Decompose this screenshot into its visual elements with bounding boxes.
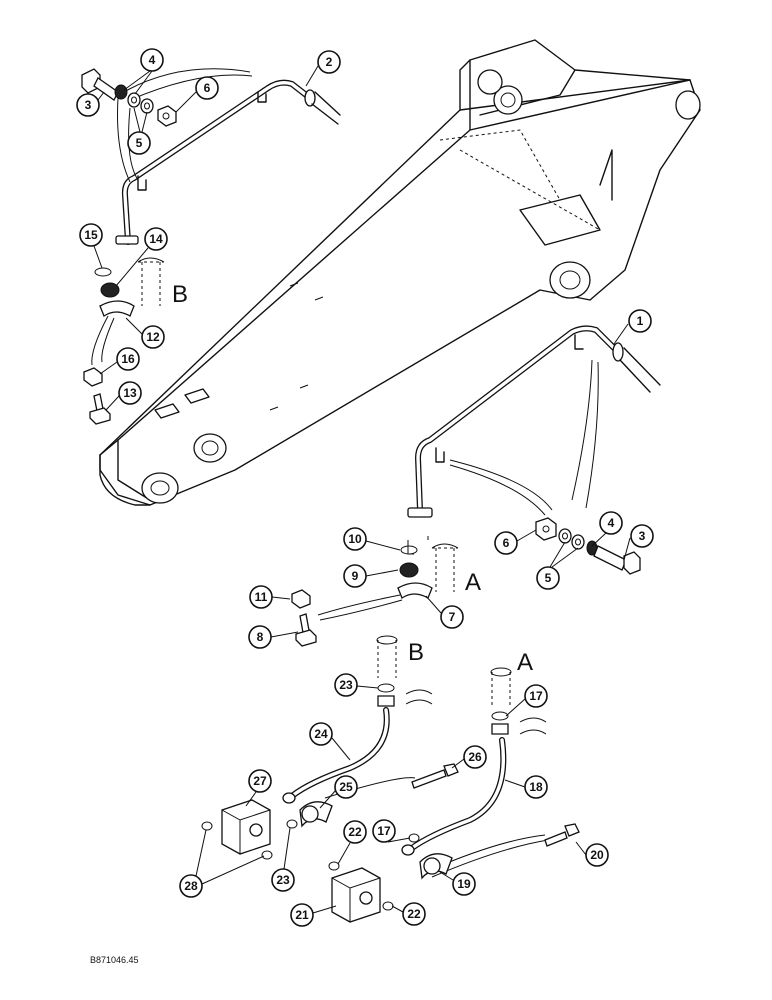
callout-7-text: 7 bbox=[449, 610, 456, 624]
callout-5a: 5 bbox=[127, 131, 151, 155]
callout-19: 19 bbox=[452, 872, 476, 896]
view-letter-b-upper: B bbox=[172, 281, 188, 308]
clamp-group-b-upper bbox=[83, 257, 165, 425]
callout-25: 25 bbox=[334, 775, 358, 799]
callout-24-text: 24 bbox=[314, 727, 328, 741]
boom-assembly bbox=[99, 39, 701, 506]
callout-leaders bbox=[93, 65, 631, 914]
callout-10-text: 10 bbox=[348, 532, 362, 546]
callout-6a: 6 bbox=[195, 76, 219, 100]
callout-22b-text: 22 bbox=[407, 907, 421, 921]
callout-9: 9 bbox=[343, 564, 367, 588]
callout-4b-text: 4 bbox=[608, 516, 615, 530]
callout-5b-text: 5 bbox=[545, 571, 552, 585]
callout-20: 20 bbox=[585, 843, 609, 867]
upper-bolt-washers-nut bbox=[81, 68, 177, 127]
callout-2: 2 bbox=[317, 50, 341, 74]
callout-25-text: 25 bbox=[339, 780, 353, 794]
callout-15: 15 bbox=[79, 223, 103, 247]
callout-19-text: 19 bbox=[457, 877, 471, 891]
callout-27: 27 bbox=[248, 769, 272, 793]
callout-9-text: 9 bbox=[352, 569, 359, 583]
callout-24: 24 bbox=[309, 722, 333, 746]
callout-23a-text: 23 bbox=[339, 678, 353, 692]
callout-5a-text: 5 bbox=[136, 136, 143, 150]
callout-28-text: 28 bbox=[184, 879, 198, 893]
callout-10: 10 bbox=[343, 527, 367, 551]
callout-17a: 17 bbox=[524, 684, 548, 708]
callout-23b: 23 bbox=[271, 868, 295, 892]
callout-23b-text: 23 bbox=[276, 873, 290, 887]
callout-16: 16 bbox=[116, 347, 140, 371]
callout-21: 21 bbox=[290, 903, 314, 927]
callout-4b: 4 bbox=[599, 511, 623, 535]
hydraulic-tube-upper bbox=[115, 79, 341, 245]
callout-21-text: 21 bbox=[295, 908, 309, 922]
callout-1-text: 1 bbox=[637, 314, 644, 328]
callout-14-text: 14 bbox=[149, 232, 163, 246]
lower-bolt-washers-nut bbox=[535, 517, 641, 575]
callout-11-text: 11 bbox=[255, 590, 268, 604]
callout-23a: 23 bbox=[334, 673, 358, 697]
callout-14: 14 bbox=[144, 227, 168, 251]
leader-lines bbox=[91, 68, 599, 878]
callout-3a-text: 3 bbox=[85, 98, 92, 112]
hose-a bbox=[401, 667, 547, 856]
callout-12: 12 bbox=[141, 325, 165, 349]
callout-4a: 4 bbox=[140, 48, 164, 72]
callout-18-text: 18 bbox=[529, 780, 543, 794]
callout-22b: 22 bbox=[402, 902, 426, 926]
hydraulic-tube-lower bbox=[407, 325, 661, 518]
callout-6b-text: 6 bbox=[503, 536, 510, 550]
callout-13-text: 13 bbox=[123, 386, 137, 400]
callout-16-text: 16 bbox=[121, 352, 135, 366]
view-letter-b-lower: B bbox=[408, 639, 424, 666]
lower-fittings bbox=[201, 763, 580, 923]
callout-11: 11 bbox=[249, 585, 273, 609]
clamp-group-a-upper bbox=[291, 536, 459, 647]
callout-2-text: 2 bbox=[326, 55, 333, 69]
view-letter-a-lower: A bbox=[517, 649, 533, 676]
callout-15-text: 15 bbox=[84, 228, 98, 242]
callout-22a-text: 22 bbox=[348, 825, 362, 839]
callout-3b: 3 bbox=[630, 524, 654, 548]
view-letter-a-upper: A bbox=[465, 569, 481, 596]
callout-17a-text: 17 bbox=[529, 689, 543, 703]
callout-6a-text: 6 bbox=[204, 81, 211, 95]
callout-8-text: 8 bbox=[257, 630, 264, 644]
callout-18: 18 bbox=[524, 775, 548, 799]
callout-28: 28 bbox=[179, 874, 203, 898]
callout-17b-text: 17 bbox=[377, 824, 391, 838]
callout-7: 7 bbox=[440, 605, 464, 629]
callout-13: 13 bbox=[118, 381, 142, 405]
callout-3b-text: 3 bbox=[639, 529, 646, 543]
callout-12-text: 12 bbox=[146, 330, 160, 344]
callout-1: 1 bbox=[628, 309, 652, 333]
callout-5b: 5 bbox=[536, 566, 560, 590]
callout-26-text: 26 bbox=[468, 750, 482, 764]
callout-3a: 3 bbox=[76, 93, 100, 117]
callout-6b: 6 bbox=[494, 531, 518, 555]
callout-27-text: 27 bbox=[253, 774, 267, 788]
callout-26: 26 bbox=[463, 745, 487, 769]
callout-22a: 22 bbox=[343, 820, 367, 844]
figure-id: B871046.45 bbox=[90, 955, 139, 965]
callout-17b: 17 bbox=[372, 819, 396, 843]
callout-8: 8 bbox=[248, 625, 272, 649]
callout-20-text: 20 bbox=[590, 848, 604, 862]
callout-4a-text: 4 bbox=[149, 53, 156, 67]
hose-b bbox=[282, 635, 433, 804]
